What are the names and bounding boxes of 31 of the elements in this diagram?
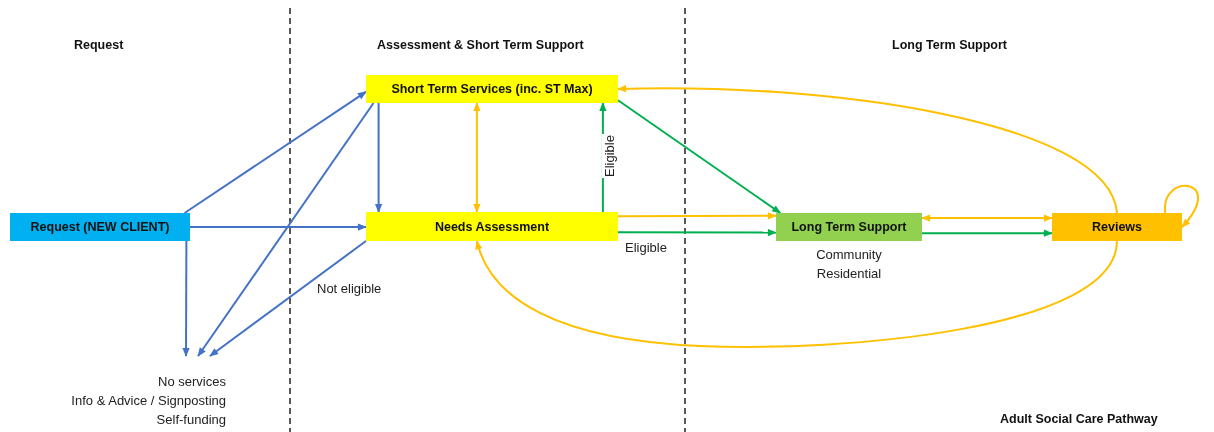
arrow: [183, 90, 367, 214]
service-box: Short Term Services (inc. ST Max): [366, 75, 618, 103]
outcome-text: Self-funding: [156, 411, 226, 429]
edge-label: Not eligible: [316, 281, 383, 296]
arrow: [197, 102, 375, 357]
column-heading: Request: [74, 38, 124, 52]
arrow: [1164, 184, 1200, 228]
edge-label: Eligible: [602, 134, 617, 178]
edge-label: Eligible: [624, 240, 668, 255]
outcome-text: No services: [158, 373, 226, 391]
assessment-box: Needs Assessment: [366, 212, 618, 241]
arrow: [209, 240, 367, 357]
request-box: Request (NEW CLIENT): [10, 213, 190, 241]
arrow: [475, 240, 1118, 348]
arrow: [617, 85, 1118, 214]
outcome-text: Info & Advice / Signposting: [71, 392, 226, 410]
node-note: Community: [816, 246, 882, 264]
reviews-box: Reviews: [1052, 213, 1182, 241]
column-heading: Long Term Support: [892, 38, 1008, 52]
node-note: Residential: [816, 265, 882, 283]
arrow: [375, 102, 383, 213]
arrow: [617, 229, 777, 237]
caption: Adult Social Care Pathway: [1000, 412, 1158, 426]
arrow: [473, 102, 481, 213]
arrow: [617, 99, 782, 214]
arrow: [189, 223, 367, 231]
arrow: [921, 229, 1053, 237]
column-heading: Assessment & Short Term Support: [377, 38, 584, 52]
arrow: [182, 240, 190, 357]
arrow: [921, 214, 1053, 222]
arrow: [617, 212, 777, 220]
